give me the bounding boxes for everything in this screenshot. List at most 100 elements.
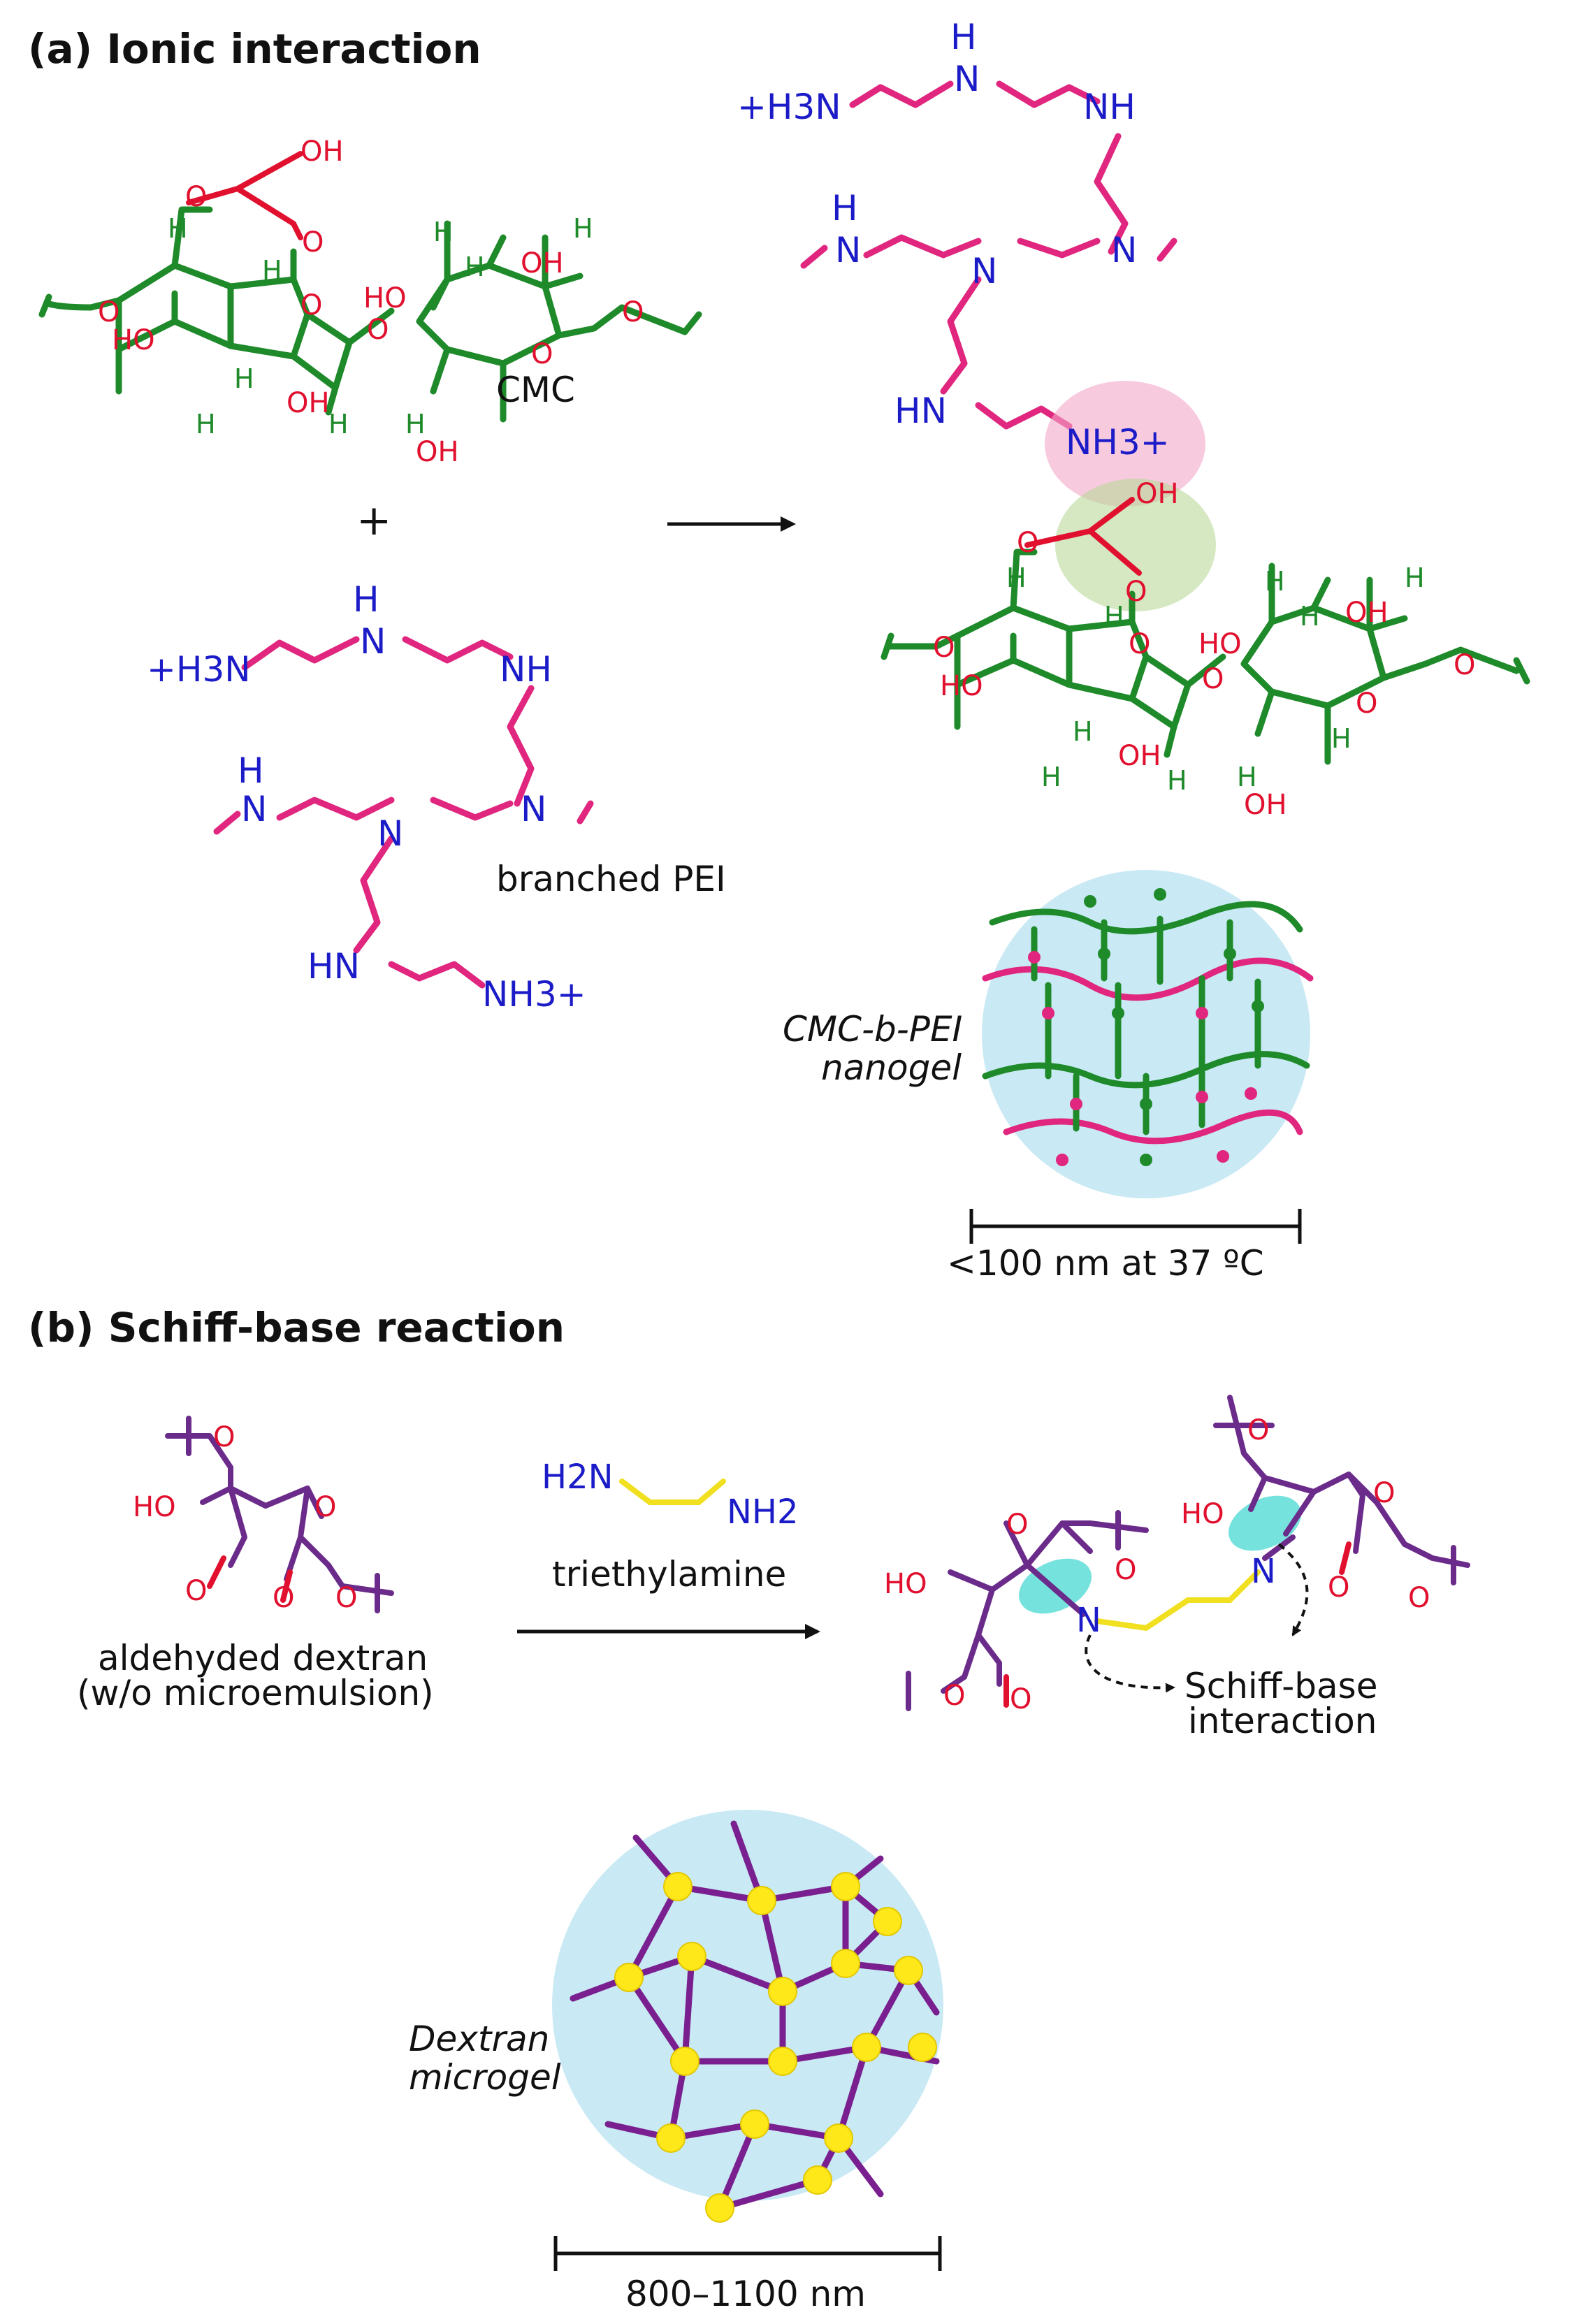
sb-n-1: N	[1076, 1601, 1101, 1640]
cmc-o: O	[185, 181, 207, 213]
prod-hn: HN	[894, 391, 947, 431]
linker-h2n: H2N	[542, 1458, 614, 1497]
nanogel-label-line1: CMC-b-PEI	[783, 1009, 962, 1050]
cmc-ho: HO	[112, 324, 155, 356]
prod-cmc-o-end: O	[1454, 649, 1475, 681]
prod-cmc-h8: H	[1405, 562, 1425, 593]
dextran-label-line1: aldehyded dextran	[98, 1638, 428, 1678]
product-complex: +H3N H N NH H N N N HN NH3+ OH O O O HO …	[737, 17, 1530, 821]
aldehyde-dextran: O HO O O O O aldehyded dextran (w/o micr…	[77, 1416, 434, 1713]
prod-h3n-plus: +H3N	[737, 87, 841, 127]
prod-n-right: N	[1111, 230, 1137, 270]
cmc-o-start: O	[98, 296, 119, 328]
pei-h3n-plus: +H3N	[147, 649, 251, 690]
prod-cmc-h5: H	[1167, 765, 1187, 796]
section-b-title: (b) Schiff-base reaction	[28, 1304, 565, 1351]
cmc-h7: H	[465, 252, 485, 282]
sb-o-2: O	[1115, 1554, 1136, 1586]
cmc-oh-4: OH	[416, 436, 459, 468]
cmc-o-end: O	[622, 296, 644, 328]
prod-n-top: N	[954, 59, 980, 99]
pei-n-center: N	[377, 813, 403, 854]
pei-label: branched PEI	[496, 859, 726, 899]
anion-highlight	[1055, 479, 1216, 611]
prod-cmc-oh-3: OH	[1345, 597, 1389, 629]
prod-h-left: H	[832, 188, 858, 228]
prod-cmc-o-start: O	[933, 632, 955, 664]
sb-n-2: N	[1251, 1552, 1276, 1591]
section-a-title: (a) Ionic interaction	[28, 25, 481, 73]
nanogel-scale: <100 nm at 37 ºC	[947, 1243, 1264, 1284]
dextran-label-line2: (w/o microemulsion)	[77, 1673, 434, 1713]
microgel-scale: 800–1100 nm	[625, 2274, 866, 2314]
dex-ald-o2: O	[273, 1582, 294, 1614]
pei-structure-left: +H3N H N NH H N N N HN NH3+ branched PEI	[147, 579, 726, 1015]
prod-cmc-h10: H	[1331, 723, 1351, 754]
prod-cmc-oh-4: OH	[1244, 789, 1287, 821]
prod-cmc-bridge-o: O	[1202, 663, 1224, 695]
cmc-h2: H	[262, 255, 282, 286]
prod-cmc-ho: HO	[940, 670, 983, 702]
schiff-product: O O HO O O O HO O O O N N Schiff-base in…	[884, 1395, 1470, 1741]
prod-cmc-oh: OH	[1136, 478, 1179, 510]
prod-cmc-h3: H	[1073, 716, 1093, 747]
cmc-h6: H	[433, 217, 454, 247]
cmc-bridge-o: O	[367, 314, 389, 346]
prod-cmc-ring-o2: O	[1356, 688, 1377, 720]
microgel: Dextran microgel 800–1100 nm	[409, 1810, 943, 2314]
sb-o-6: O	[1408, 1582, 1430, 1614]
prod-cmc-ring-o1: O	[1129, 628, 1150, 660]
microgel-label-line1: Dextran	[409, 2019, 549, 2059]
cmc-h8: H	[573, 213, 593, 244]
sb-ho-1: HO	[884, 1568, 927, 1600]
prod-n-left: N	[835, 230, 861, 270]
dex-ho: HO	[133, 1491, 176, 1523]
sb-ring-o: O	[1373, 1477, 1395, 1509]
prod-cmc-h4: H	[1041, 762, 1061, 792]
linker-reagent: triethylamine	[552, 1554, 786, 1595]
prod-cmc-ho-2: HO	[1198, 628, 1242, 660]
cmc-oh: OH	[300, 136, 344, 168]
prod-cmc-h7: H	[1300, 601, 1320, 632]
cmc-oh-3: OH	[521, 247, 564, 279]
linker-nh2: NH2	[727, 1493, 799, 1532]
pei-n-right: N	[521, 789, 546, 829]
cmc-o-minus: O	[302, 226, 324, 259]
pei-h-top: H	[353, 579, 379, 620]
dex-o-bottom: O	[335, 1582, 357, 1614]
prod-cmc-h9: H	[1237, 762, 1257, 792]
dex-ald-o1: O	[185, 1575, 207, 1607]
cmc-h1: H	[168, 213, 188, 244]
prod-nh3-plus: NH3+	[1066, 422, 1170, 463]
pei-n-left: N	[241, 789, 267, 829]
cmc-h5: H	[328, 409, 349, 440]
sb-o-5: O	[1247, 1414, 1269, 1446]
pei-nh3-plus: NH3+	[482, 974, 586, 1015]
pei-h-left: H	[238, 750, 264, 791]
cmc-h9: H	[405, 409, 426, 440]
linker: H2N NH2 triethylamine	[517, 1458, 820, 1639]
cmc-ring-o1: O	[300, 289, 322, 321]
cmc-oh-2: OH	[287, 387, 330, 419]
nanogel-label-line2: nanogel	[821, 1047, 962, 1088]
sb-ho-2: HO	[1181, 1498, 1224, 1530]
sb-o-4: O	[1010, 1683, 1031, 1715]
pei-n-top: N	[360, 621, 386, 662]
sb-o-3: O	[943, 1680, 965, 1712]
pei-hn: HN	[307, 946, 360, 987]
pei-nh: NH	[500, 649, 552, 690]
dex-o-top: O	[213, 1421, 235, 1453]
cmc-label: CMC	[496, 370, 575, 410]
cmc-ho-2: HO	[363, 282, 407, 314]
nanogel: CMC-b-PEI nanogel <100 nm at 37 ºC	[783, 870, 1314, 1284]
prod-cmc-o: O	[1017, 527, 1038, 559]
dex-ring-o: O	[314, 1491, 336, 1523]
cmc-ring-o2: O	[531, 338, 553, 370]
sb-ald-o: O	[1328, 1571, 1349, 1604]
microgel-label-line2: microgel	[409, 2057, 561, 2098]
cmc-h3: H	[234, 363, 254, 394]
prod-cmc-o-minus: O	[1125, 576, 1147, 608]
schiff-label-line2: interaction	[1188, 1701, 1377, 1741]
cmc-h4: H	[196, 409, 216, 440]
